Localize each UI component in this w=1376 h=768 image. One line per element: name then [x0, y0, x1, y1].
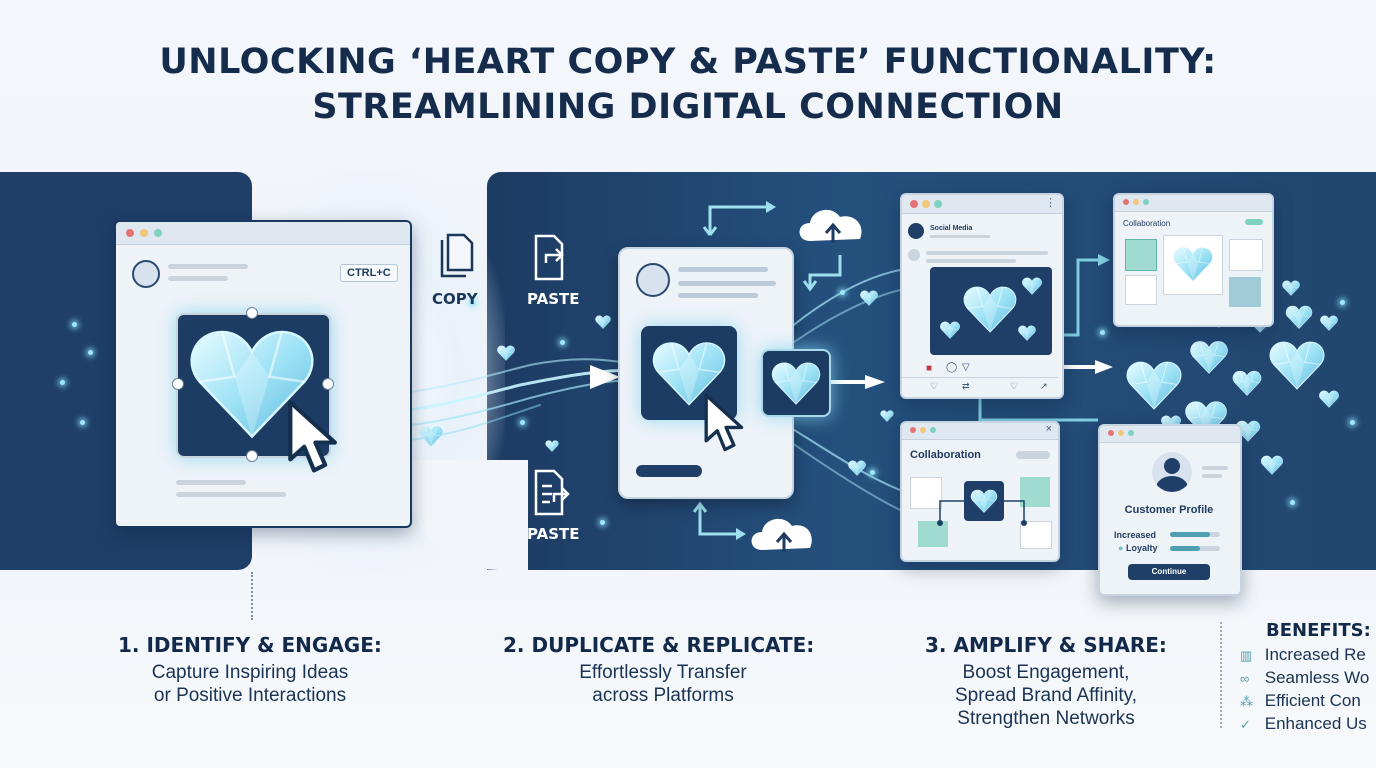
collaboration-window-top: Collaboration [1113, 193, 1274, 327]
page-title: UNLOCKING ‘HEART COPY & PASTE’ FUNCTIONA… [0, 40, 1376, 130]
step-1-body: Capture Inspiring Ideas or Positive Inte… [151, 662, 349, 706]
pasted-heart-frame[interactable] [641, 326, 737, 420]
more-icon[interactable]: ⋮ [1045, 197, 1056, 209]
step-3-heading: 3. AMPLIFY & SHARE: [925, 633, 1167, 657]
avatar [908, 223, 924, 239]
flow-streams [328, 254, 1113, 511]
heart-icon [1173, 247, 1213, 282]
step-3-body: Boost Engagement, Spread Brand Affinity,… [954, 662, 1138, 729]
paste-label-top: PASTE [527, 290, 580, 308]
paste-icon [534, 234, 564, 281]
cursor-icon [704, 393, 744, 452]
cursor-icon [282, 398, 346, 476]
resize-handle-top[interactable] [246, 307, 258, 319]
paste-document-icon [534, 469, 570, 516]
step-2-body: Effortlessly Transfer across Platforms [579, 662, 747, 706]
ctrl-c-badge: CTRL+C [340, 264, 398, 282]
close-icon[interactable]: × [1045, 423, 1052, 435]
link-icon: ∞ [1240, 671, 1250, 686]
comment-icon[interactable]: ◯ [946, 362, 958, 373]
avatar [636, 263, 670, 297]
avatar [132, 260, 160, 288]
social-media-title: Social Media [930, 225, 973, 232]
benefits-panel: BENEFITS: ▥ Increased Re ∞ Seamless Wo ⁂… [1232, 620, 1376, 740]
increased-bar [1170, 532, 1220, 537]
send-icon[interactable]: ▽ [962, 362, 970, 373]
collaboration-window-bottom: × Collaboration [900, 421, 1060, 562]
like-icon[interactable]: ■ [926, 363, 933, 374]
resize-handle-bottom[interactable] [246, 450, 258, 462]
check-circle-icon: ✓ [1240, 717, 1251, 732]
benefits-divider [1220, 622, 1222, 728]
share-icon[interactable]: ↗ [1040, 381, 1048, 391]
copy-icon [440, 233, 474, 278]
loyalty-bar [1170, 546, 1220, 551]
benefit-item: ⁂ Efficient Con [1240, 690, 1369, 713]
network-icon: ⁂ [1240, 694, 1253, 709]
metric-loyalty: ● Loyalty [1118, 543, 1158, 553]
continue-button[interactable]: Continue [1128, 564, 1210, 580]
cloud-upload-icon [751, 518, 812, 552]
benefit-item: ▥ Increased Re [1240, 644, 1369, 667]
flow-arrow [590, 365, 620, 389]
post-image[interactable] [930, 267, 1052, 355]
avatar [1152, 452, 1192, 492]
copy-label: COPY [432, 290, 478, 308]
sync-bottom [692, 501, 812, 552]
sync-top [702, 201, 862, 292]
customer-profile-title: Customer Profile [1124, 504, 1214, 516]
resize-handle-left[interactable] [172, 378, 184, 390]
post-button[interactable] [636, 465, 702, 477]
window-titlebar [116, 222, 410, 245]
title-line-1: UNLOCKING ‘HEART COPY & PASTE’ FUNCTIONA… [159, 42, 1217, 82]
benefit-item: ✓ Enhanced Us [1240, 713, 1369, 736]
heart-tile[interactable] [761, 349, 831, 417]
heart-icon [940, 277, 1042, 341]
bar-chart-icon: ▥ [1240, 648, 1253, 663]
collaboration-title: Collaboration [910, 449, 981, 461]
reply-icon[interactable]: ♡ [930, 381, 939, 391]
dotted-connector [251, 572, 253, 620]
heart-icon [771, 362, 821, 405]
customer-profile-window: Customer Profile Increased ● Loyalty Con… [1098, 424, 1242, 596]
collaboration-title: Collaboration [1123, 219, 1171, 228]
paste-label-bottom: PASTE [527, 525, 580, 543]
resize-handle-right[interactable] [322, 378, 334, 390]
benefits-heading: BENEFITS: [1266, 620, 1371, 641]
title-line-2: STREAMLINING DIGITAL CONNECTION [312, 87, 1064, 127]
benefit-item: ∞ Seamless Wo [1240, 667, 1369, 690]
step-2-heading: 2. DUPLICATE & REPLICATE: [503, 633, 815, 657]
heart-outline-icon[interactable]: ♡ [1010, 381, 1019, 391]
metric-increased: Increased [1114, 530, 1157, 540]
repost-icon[interactable]: ⇄ [962, 381, 970, 391]
social-media-window: ⋮ Social Media ■ ◯ ▽ ♡ ⇄ ♡ ↗ [900, 193, 1064, 399]
step-1-heading: 1. IDENTIFY & ENGAGE: [118, 633, 382, 657]
cloud-upload-icon [799, 209, 862, 243]
